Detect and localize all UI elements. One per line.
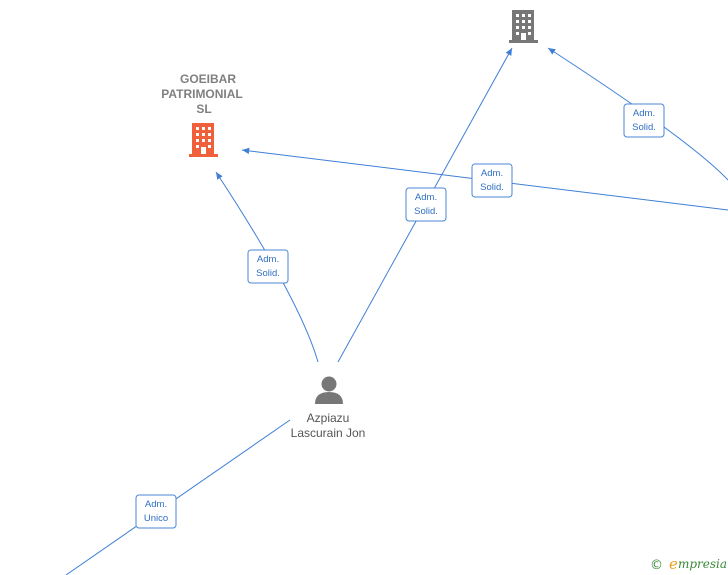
- edge-label-line: Solid.: [414, 206, 438, 217]
- edge-label-line: Solid.: [256, 268, 280, 279]
- edge-label-line: Solid.: [480, 182, 504, 193]
- person-name-line: Lascurain Jon: [291, 426, 366, 440]
- edge-label-line: Unico: [144, 513, 168, 524]
- edge-label-offscreen-to-top-company[interactable]: Adm. Solid.: [623, 103, 665, 138]
- brand-footer: © e mpresia: [650, 555, 727, 573]
- company-name-line: SL: [196, 102, 211, 116]
- edge-label-line: Adm.: [415, 192, 437, 203]
- person-name-line: Azpiazu: [307, 411, 350, 425]
- building-icon: [189, 123, 218, 157]
- brand-name: mpresia: [678, 557, 727, 571]
- edge-label-box[interactable]: [471, 163, 513, 198]
- edge-label-line: Adm.: [257, 254, 279, 265]
- edge-label-box[interactable]: [405, 187, 447, 222]
- company-name-line: PATRIMONIAL: [161, 87, 243, 101]
- copyright-symbol: ©: [650, 558, 663, 573]
- edge-labels: Adm. Solid. Adm. Solid. Adm. Solid. Adm.…: [135, 103, 665, 529]
- edge-label-box[interactable]: [623, 103, 665, 138]
- edge-label-line: Adm.: [145, 499, 167, 510]
- edge-label-person-to-goeibar[interactable]: Adm. Solid.: [247, 249, 289, 284]
- edge-label-line: Adm.: [481, 168, 503, 179]
- company-node-goeibar[interactable]: GOEIBAR PATRIMONIAL SL: [161, 72, 243, 157]
- company-node-top[interactable]: [509, 10, 538, 43]
- edge-label-line: Adm.: [633, 108, 655, 119]
- company-name-line: GOEIBAR: [180, 72, 236, 86]
- edge-label-person-to-top-company[interactable]: Adm. Solid.: [405, 187, 447, 222]
- building-icon: [509, 10, 538, 43]
- edge-label-box[interactable]: [135, 494, 177, 529]
- edge-label-line: Solid.: [632, 122, 656, 133]
- brand-initial: e: [669, 555, 678, 573]
- edge-label-offscreen-to-goeibar[interactable]: Adm. Solid.: [471, 163, 513, 198]
- edge-person-to-offscreen[interactable]: [65, 419, 291, 575]
- edge-label-box[interactable]: [247, 249, 289, 284]
- person-node-azpiazu[interactable]: Azpiazu Lascurain Jon: [291, 376, 366, 441]
- edge-label-person-to-offscreen[interactable]: Adm. Unico: [135, 494, 177, 529]
- person-icon: [315, 376, 343, 404]
